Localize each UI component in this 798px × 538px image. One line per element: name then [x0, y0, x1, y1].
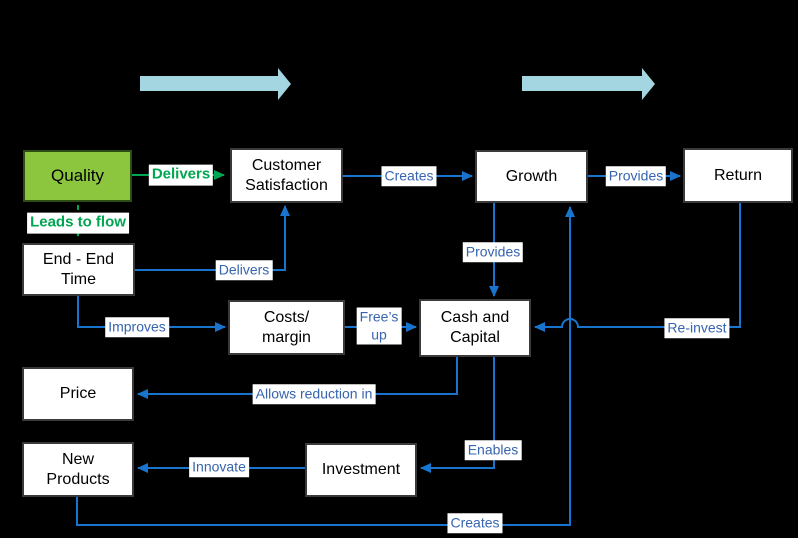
box-quality: Quality: [23, 150, 132, 202]
edge-label-creates-bottom: Creates: [447, 513, 503, 533]
edge-newproducts-to-growth: [76, 206, 575, 526]
edge-label-delivers-green: Delivers: [148, 164, 214, 186]
flow-arrow-right-icon: [522, 68, 655, 100]
edge-label-innovate: Innovate: [189, 457, 249, 477]
edge-label-provides-right: Provides: [605, 166, 667, 186]
box-return: Return: [683, 148, 793, 203]
box-cash-and-capital: Cash and Capital: [419, 299, 531, 357]
edge-label-frees-up: Free’s up: [356, 307, 402, 345]
box-costs-margin: Costs/ margin: [228, 300, 345, 355]
box-end-end-time: End - End Time: [22, 243, 135, 296]
edge-label-leads-to-flow: Leads to flow: [27, 212, 129, 234]
edge-label-delivers-blue: Delivers: [215, 260, 273, 280]
edge-label-improves: Improves: [105, 317, 169, 337]
edge-label-enables: Enables: [464, 440, 522, 460]
box-investment: Investment: [305, 443, 417, 497]
edge-endendtime-to-costs: [77, 296, 226, 332]
box-new-products: New Products: [22, 442, 134, 497]
edge-endendtime-to-satisfaction: [135, 205, 290, 271]
edge-cash-to-price: [137, 357, 458, 399]
box-customer-satisfaction: Customer Satisfaction: [230, 148, 343, 203]
edge-label-allows-reduction-in: Allows reduction in: [252, 384, 376, 404]
flow-arrow-left-icon: [140, 68, 291, 100]
edge-return-to-cash: [534, 203, 741, 332]
edge-label-provides-down: Provides: [462, 242, 524, 262]
edge-label-re-invest: Re-invest: [664, 318, 730, 338]
edge-cash-to-investment: [420, 357, 495, 473]
box-price: Price: [22, 367, 134, 421]
edge-label-creates-top: Creates: [381, 166, 437, 186]
box-growth: Growth: [475, 150, 588, 203]
